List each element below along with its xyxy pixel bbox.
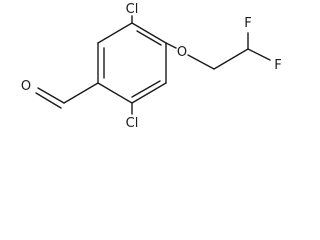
bond-c3-ether-o xyxy=(165,42,177,49)
bond-ether-o-ch2 xyxy=(187,54,215,70)
bond-cho-o-1 xyxy=(37,87,65,104)
atom-label-chlorine-bottom: Cl xyxy=(126,116,139,131)
ring-bond-c5-c6 xyxy=(97,82,133,104)
ring-bond-c4-c5 xyxy=(131,82,167,104)
bond-c1-cho xyxy=(63,82,99,104)
ring-bond-c3-c3-inner xyxy=(136,30,162,46)
chemical-structure-diagram: Cl Cl O F F O xyxy=(21,2,282,131)
bond-chf2-f-right xyxy=(247,48,271,61)
benzene-ring xyxy=(97,22,167,104)
atom-label-fluorine-top: F xyxy=(244,16,251,31)
ring-bond-c1-c2 xyxy=(97,22,133,44)
atom-label-ether-oxygen: O xyxy=(177,45,187,60)
atom-label-aldehyde-oxygen: O xyxy=(21,79,31,94)
atom-label-chlorine-top: Cl xyxy=(126,2,139,17)
ring-bond-c2-c3 xyxy=(131,22,167,44)
ring-bond-c4-c5-inner xyxy=(131,80,161,98)
bond-ch2-chf2 xyxy=(213,48,249,70)
atom-label-fluorine-right: F xyxy=(274,58,281,73)
bond-cho-o-2 xyxy=(35,92,62,109)
